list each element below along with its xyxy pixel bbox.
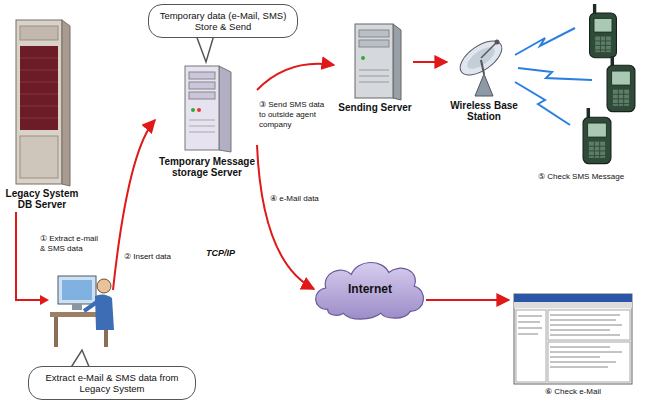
radio-waves: [515, 28, 592, 125]
email-client-picture: [510, 292, 636, 387]
base-station: Wireless Base Station: [445, 30, 523, 122]
bubble-tail: [196, 35, 214, 62]
db-server: Legacy System DB Server: [2, 18, 82, 210]
edge-text: ③ Send SMS data to outside agent company: [259, 100, 324, 129]
step-text: ① Extract e-mail & SMS data: [40, 234, 98, 253]
edge-label: ④ e-Mail data: [270, 194, 350, 204]
email-client: ⑥ Check e-Mail: [510, 292, 636, 397]
sending-server-picture: [335, 20, 415, 102]
step-label: TCP/IP: [206, 248, 254, 258]
flow-arrow: [426, 299, 509, 301]
step-text: ② Insert data: [124, 252, 171, 261]
node-label: Temporary Message storage Server: [157, 156, 257, 178]
storage-server: Temporary Message storage Server: [157, 60, 257, 178]
step-text: ⑤ Check SMS Message: [538, 172, 624, 181]
step-label: ① Extract e-mail & SMS data: [40, 234, 104, 254]
operator-figure: [50, 276, 114, 347]
mobile-phone: [607, 56, 635, 112]
node-label: Temporary data (e-Mail, SMS) Store & Sen…: [157, 10, 289, 32]
callout-bubble: Extract e-Mail & SMS data from Legacy Sy…: [28, 366, 196, 400]
flow-arrow: [257, 64, 334, 90]
flow-arrow: [16, 120, 155, 300]
db-server-picture: [2, 18, 82, 188]
node-label: Extract e-Mail & SMS data from Legacy Sy…: [37, 372, 187, 394]
storage-server-picture: [157, 60, 257, 156]
mobile-phone: [583, 108, 611, 164]
node-label: Wireless Base Station: [445, 100, 523, 122]
internet-cloud: Internet: [310, 255, 430, 323]
step-label: ② Insert data: [124, 252, 184, 262]
step-label: ⑤ Check SMS Message: [538, 172, 642, 182]
flow-arrow: [257, 145, 314, 289]
mobile-phone: [590, 4, 617, 58]
node-label: Legacy System DB Server: [2, 188, 82, 210]
step-text: TCP/IP: [206, 248, 235, 258]
base-station-picture: [445, 30, 523, 100]
sending-server: Sending Server: [335, 20, 415, 113]
callout-bubble: Temporary data (e-Mail, SMS) Store & Sen…: [148, 4, 298, 38]
edge-text: ④ e-Mail data: [270, 194, 319, 203]
flow-arrow: [413, 61, 447, 63]
node-label: Internet: [348, 284, 392, 295]
node-label: Sending Server: [335, 102, 415, 113]
node-label: ⑥ Check e-Mail: [510, 387, 636, 397]
arrow-head: [40, 295, 49, 305]
edge-label: ③ Send SMS data to outside agent company: [259, 100, 333, 130]
